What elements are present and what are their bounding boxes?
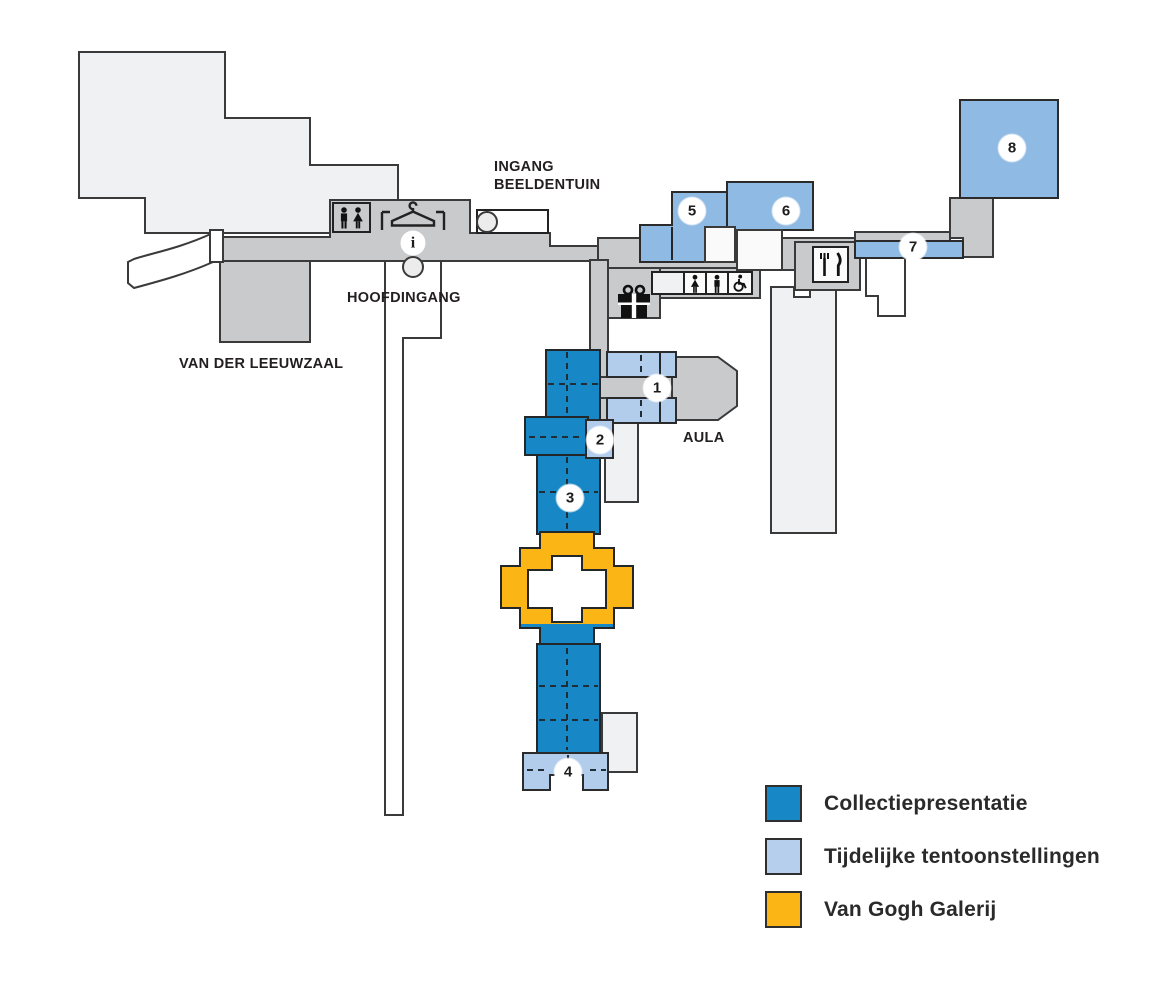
main-entrance-marker <box>402 256 424 278</box>
marker-8: 8 <box>998 134 1026 162</box>
collection-block-south <box>536 643 601 754</box>
label-ingang-beeldentuin: INGANG BEELDENTUIN <box>494 159 601 193</box>
marker-3: 3 <box>556 484 584 512</box>
legend: Collectiepresentatie Tijdelijke tentoons… <box>765 785 1100 944</box>
collection-block-3 <box>536 454 601 535</box>
aula-hall <box>671 356 738 421</box>
storage-box <box>651 271 685 295</box>
legend-swatch-van-gogh <box>765 891 802 928</box>
cutout-between-5-6 <box>704 226 736 263</box>
van-der-leeuwzaal-room <box>219 260 311 343</box>
marker-4: 4 <box>554 758 582 786</box>
tall-depot-building <box>770 286 837 534</box>
legend-label: Collectiepresentatie <box>824 791 1028 815</box>
curved-entry-road <box>127 231 214 290</box>
garden-path-south <box>384 261 442 816</box>
restaurant-box <box>812 246 849 283</box>
coat-check-icon <box>380 201 446 230</box>
legend-label: Tijdelijke tentoonstellingen <box>824 844 1100 868</box>
marker-7: 7 <box>899 233 927 261</box>
marker-6: 6 <box>772 197 800 225</box>
hall-6 <box>726 181 814 231</box>
entry-road-stub <box>209 229 224 263</box>
restaurant-icon <box>820 252 842 276</box>
legend-item-tijdelijke-tentoonstellingen: Tijdelijke tentoonstellingen <box>765 838 1100 875</box>
info-icon: i <box>400 230 426 256</box>
legend-item-van-gogh-galerij: Van Gogh Galerij <box>765 891 1100 928</box>
label-aula: AULA <box>683 430 725 446</box>
toilets-icon <box>340 207 363 229</box>
legend-swatch-temporary <box>765 838 802 875</box>
toilets-accessible-icon <box>690 274 747 293</box>
garden-entrance-marker <box>476 211 498 233</box>
marker-1: 1 <box>643 374 671 402</box>
wheelchair-icon <box>733 274 747 292</box>
van-gogh-galerij-ring <box>500 531 634 624</box>
marker-5: 5 <box>678 197 706 225</box>
marker-2: 2 <box>586 426 614 454</box>
legend-label: Van Gogh Galerij <box>824 897 997 921</box>
cutout-under-6 <box>736 229 783 271</box>
toilets-box-west <box>332 202 371 233</box>
gift-shop-icon <box>618 284 650 318</box>
steps-below-hall7 <box>865 258 906 317</box>
room-1-north-strip <box>606 351 677 378</box>
legend-item-collectiepresentatie: Collectiepresentatie <box>765 785 1100 822</box>
label-van-der-leeuwzaal: VAN DER LEEUWZAAL <box>179 356 344 372</box>
legend-swatch-collection <box>765 785 802 822</box>
label-hoofdingang: HOOFDINGANG <box>347 290 461 306</box>
